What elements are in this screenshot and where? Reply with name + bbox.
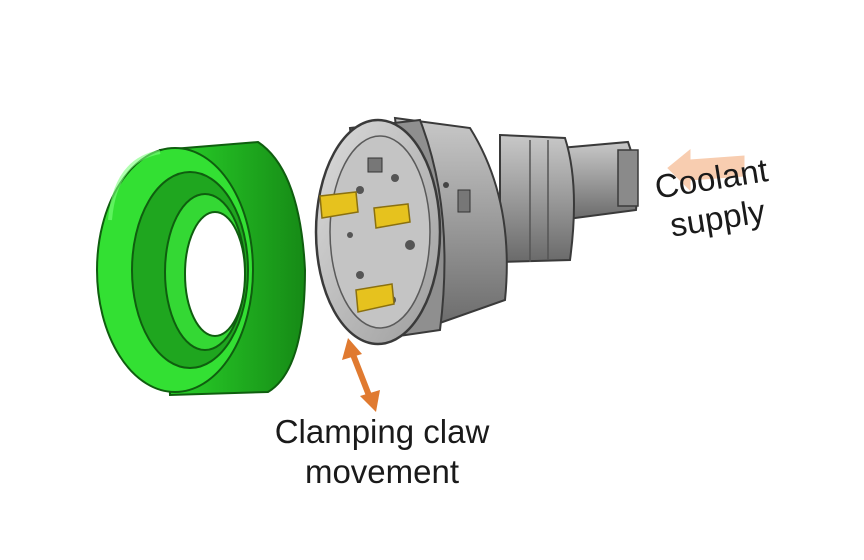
coolant-arrow-icon xyxy=(667,148,745,192)
double-arrow-icon xyxy=(342,338,380,412)
green-ring xyxy=(96,140,307,397)
tool-holder xyxy=(314,116,639,346)
clamping-label-line2: movement xyxy=(304,453,460,490)
claw-top-left xyxy=(319,191,359,219)
claw-top-right xyxy=(373,203,411,229)
claw-bottom xyxy=(355,283,395,313)
clamping-label-line1: Clamping claw xyxy=(274,413,490,450)
clamping-claw-movement-label: Clamping claw movement xyxy=(252,412,512,492)
clamping-claws xyxy=(319,191,411,313)
